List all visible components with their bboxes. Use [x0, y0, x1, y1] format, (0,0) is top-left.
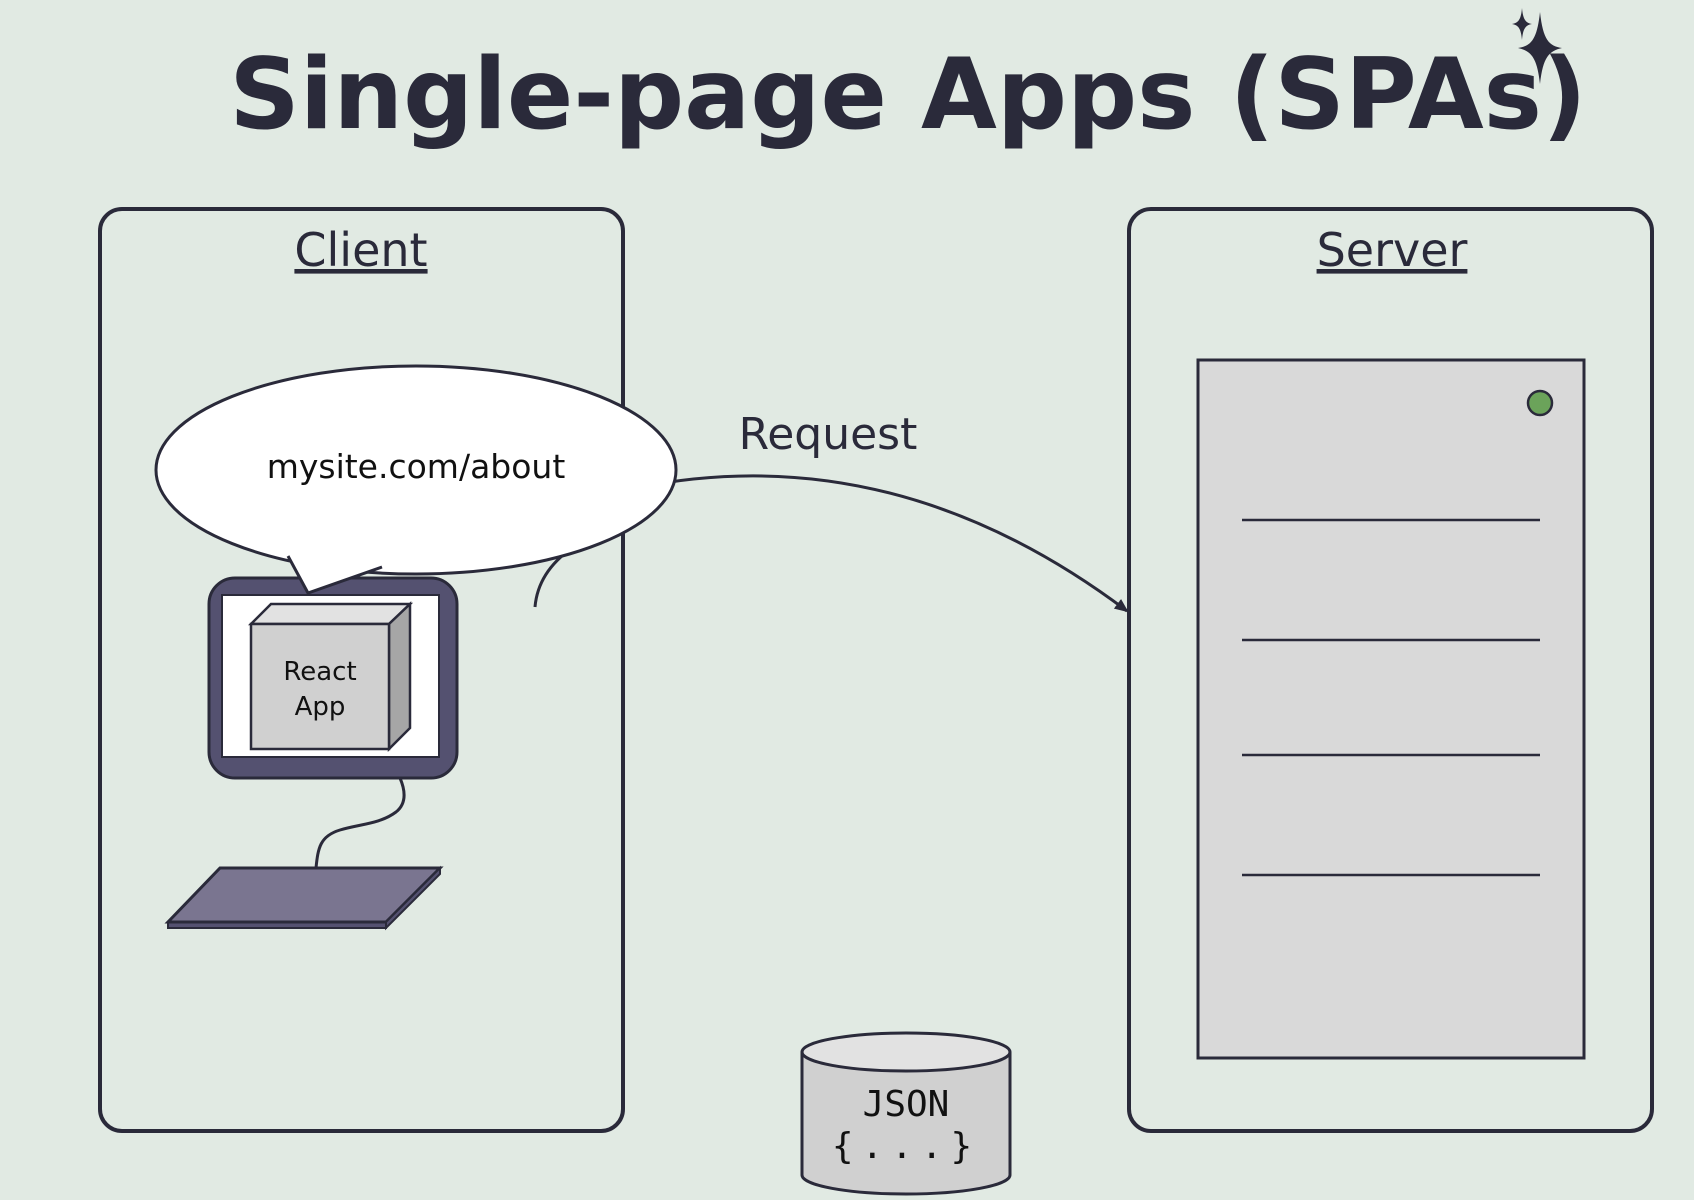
keyboard-icon [164, 777, 444, 931]
url-speech-bubble: mysite.com/about [154, 364, 678, 595]
react-app-box: React App [247, 601, 414, 753]
react-app-label-line2: App [295, 692, 346, 722]
server-status-light [1526, 389, 1554, 417]
server-panel: Server [1127, 207, 1654, 1133]
server-rack-icon [1196, 358, 1586, 1060]
request-arrow: Request [533, 409, 1129, 613]
server-label: Server [1317, 223, 1468, 277]
page-title: Single-page Apps (SPAs) [229, 38, 1587, 152]
database-cylinder-icon: JSON {...} [800, 1031, 1012, 1196]
client-panel: Client [98, 207, 625, 1133]
json-placeholder: {...} [832, 1126, 980, 1167]
json-label: JSON [863, 1084, 950, 1125]
request-label: Request [739, 409, 918, 460]
url-text: mysite.com/about [267, 447, 566, 486]
react-app-label-line1: React [283, 657, 356, 687]
sparkle-icon [1512, 8, 1562, 84]
client-label: Client [294, 223, 427, 277]
